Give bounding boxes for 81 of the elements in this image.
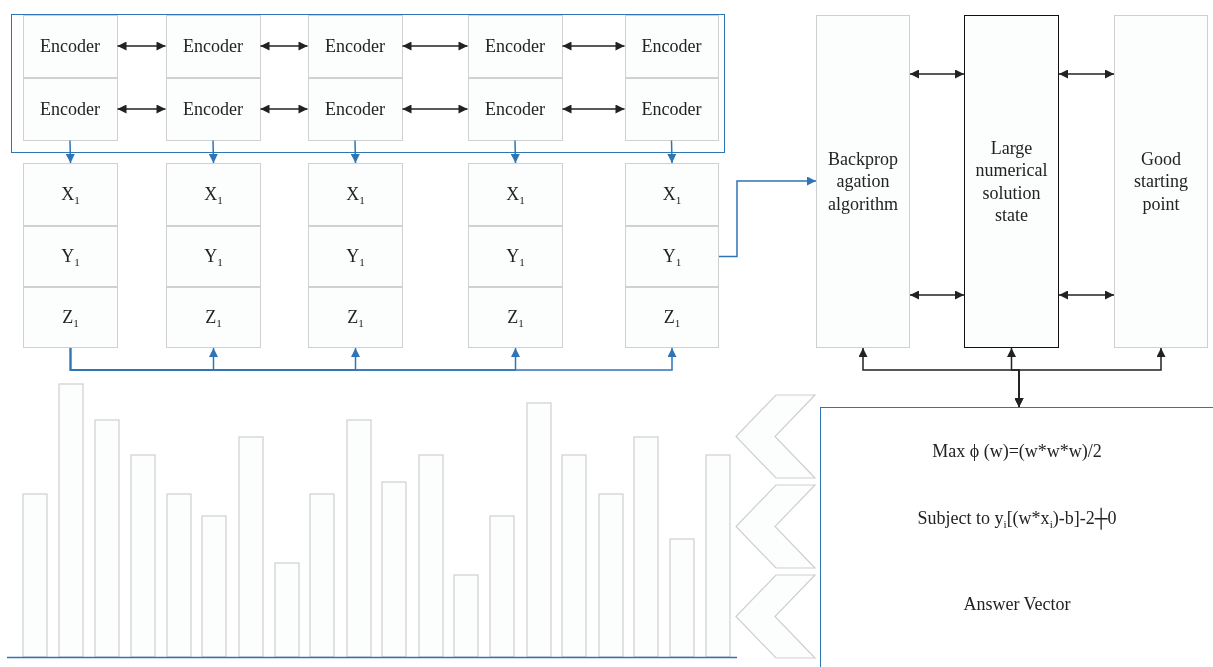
process-box [166, 163, 261, 226]
arrow [69, 347, 677, 371]
node-label: Encoder [40, 34, 100, 58]
arrow [259, 41, 309, 51]
arrow [909, 69, 965, 79]
arrow [1058, 290, 1115, 300]
node-label: X$_{1}$ [61, 183, 80, 206]
node-label: Y$_{1}$ [662, 245, 682, 268]
node-label: Good starting point [1133, 147, 1189, 216]
arrow [718, 176, 817, 258]
process-box [23, 287, 118, 348]
arrow [667, 139, 677, 164]
process-box [166, 287, 261, 348]
node-label: X$_{1}$ [204, 183, 223, 206]
node-label: Encoder [641, 34, 702, 58]
node-label: X$_{1}$ [662, 183, 682, 206]
arrow [909, 290, 965, 300]
process-box [23, 226, 118, 287]
process-box [468, 226, 563, 287]
node-label: Backprop agation algorithm [827, 147, 899, 216]
arrow [561, 104, 626, 114]
arrow [1058, 69, 1115, 79]
process-box [1114, 15, 1208, 348]
process-box [816, 15, 910, 348]
node-label: Encoder [641, 97, 702, 121]
process-box [624, 14, 719, 78]
process-box [165, 14, 261, 78]
process-box [23, 163, 118, 226]
arrow [561, 41, 626, 51]
arrow [116, 104, 167, 114]
node-label: X$_{1}$ [346, 183, 365, 206]
process-box [468, 287, 563, 348]
node-label: Y$_{1}$ [346, 245, 365, 268]
node-label: Encoder [325, 97, 385, 121]
arrow [401, 104, 469, 114]
node-label: Encoder [485, 34, 545, 58]
node-label: Encoder [183, 97, 243, 121]
process-box [625, 287, 719, 348]
process-box [308, 226, 403, 287]
process-box [624, 77, 719, 141]
node-label: Large numerical solution state [974, 136, 1049, 227]
arrow [259, 104, 309, 114]
node-label: X$_{1}$ [506, 183, 525, 206]
process-box [308, 287, 403, 348]
node-label: Z$_{1}$ [663, 306, 681, 329]
process-box [307, 14, 403, 78]
arrow [116, 41, 167, 51]
node-label: Z$_{1}$ [347, 306, 364, 329]
formula-panel [820, 407, 1213, 667]
node-label: Z$_{1}$ [507, 306, 524, 329]
process-box [22, 14, 118, 78]
node-label: Encoder [325, 34, 385, 58]
arrow [1014, 347, 1166, 408]
process-box [964, 15, 1059, 348]
encoder-group-frame [11, 14, 725, 153]
process-box [625, 163, 719, 226]
formula-text: Max ϕ (w)=(w*w*w)/2 [932, 440, 1102, 463]
process-box [22, 77, 118, 141]
output-label: Answer Vector [963, 593, 1071, 616]
node-label: Encoder [40, 97, 100, 121]
node-label: Encoder [183, 34, 243, 58]
node-label: Z$_{1}$ [205, 306, 222, 329]
node-label: Encoder [485, 97, 545, 121]
process-box [468, 163, 563, 226]
node-label: Z$_{1}$ [62, 306, 79, 329]
process-box [166, 226, 261, 287]
arrow [350, 139, 360, 164]
process-box [467, 14, 563, 78]
process-box [307, 77, 403, 141]
formula-text: Subject to y$_{i}$[(w*x$_{i}$)-b]-2┼0 [917, 506, 1117, 529]
node-label: Y$_{1}$ [204, 245, 223, 268]
node-label: Y$_{1}$ [61, 245, 80, 268]
process-box [308, 163, 403, 226]
process-box [467, 77, 563, 141]
arrow [510, 139, 520, 164]
arrow [65, 139, 75, 164]
node-label: Y$_{1}$ [506, 245, 525, 268]
arrow [208, 139, 218, 164]
process-box [625, 226, 719, 287]
process-box [165, 77, 261, 141]
arrow [401, 41, 469, 51]
